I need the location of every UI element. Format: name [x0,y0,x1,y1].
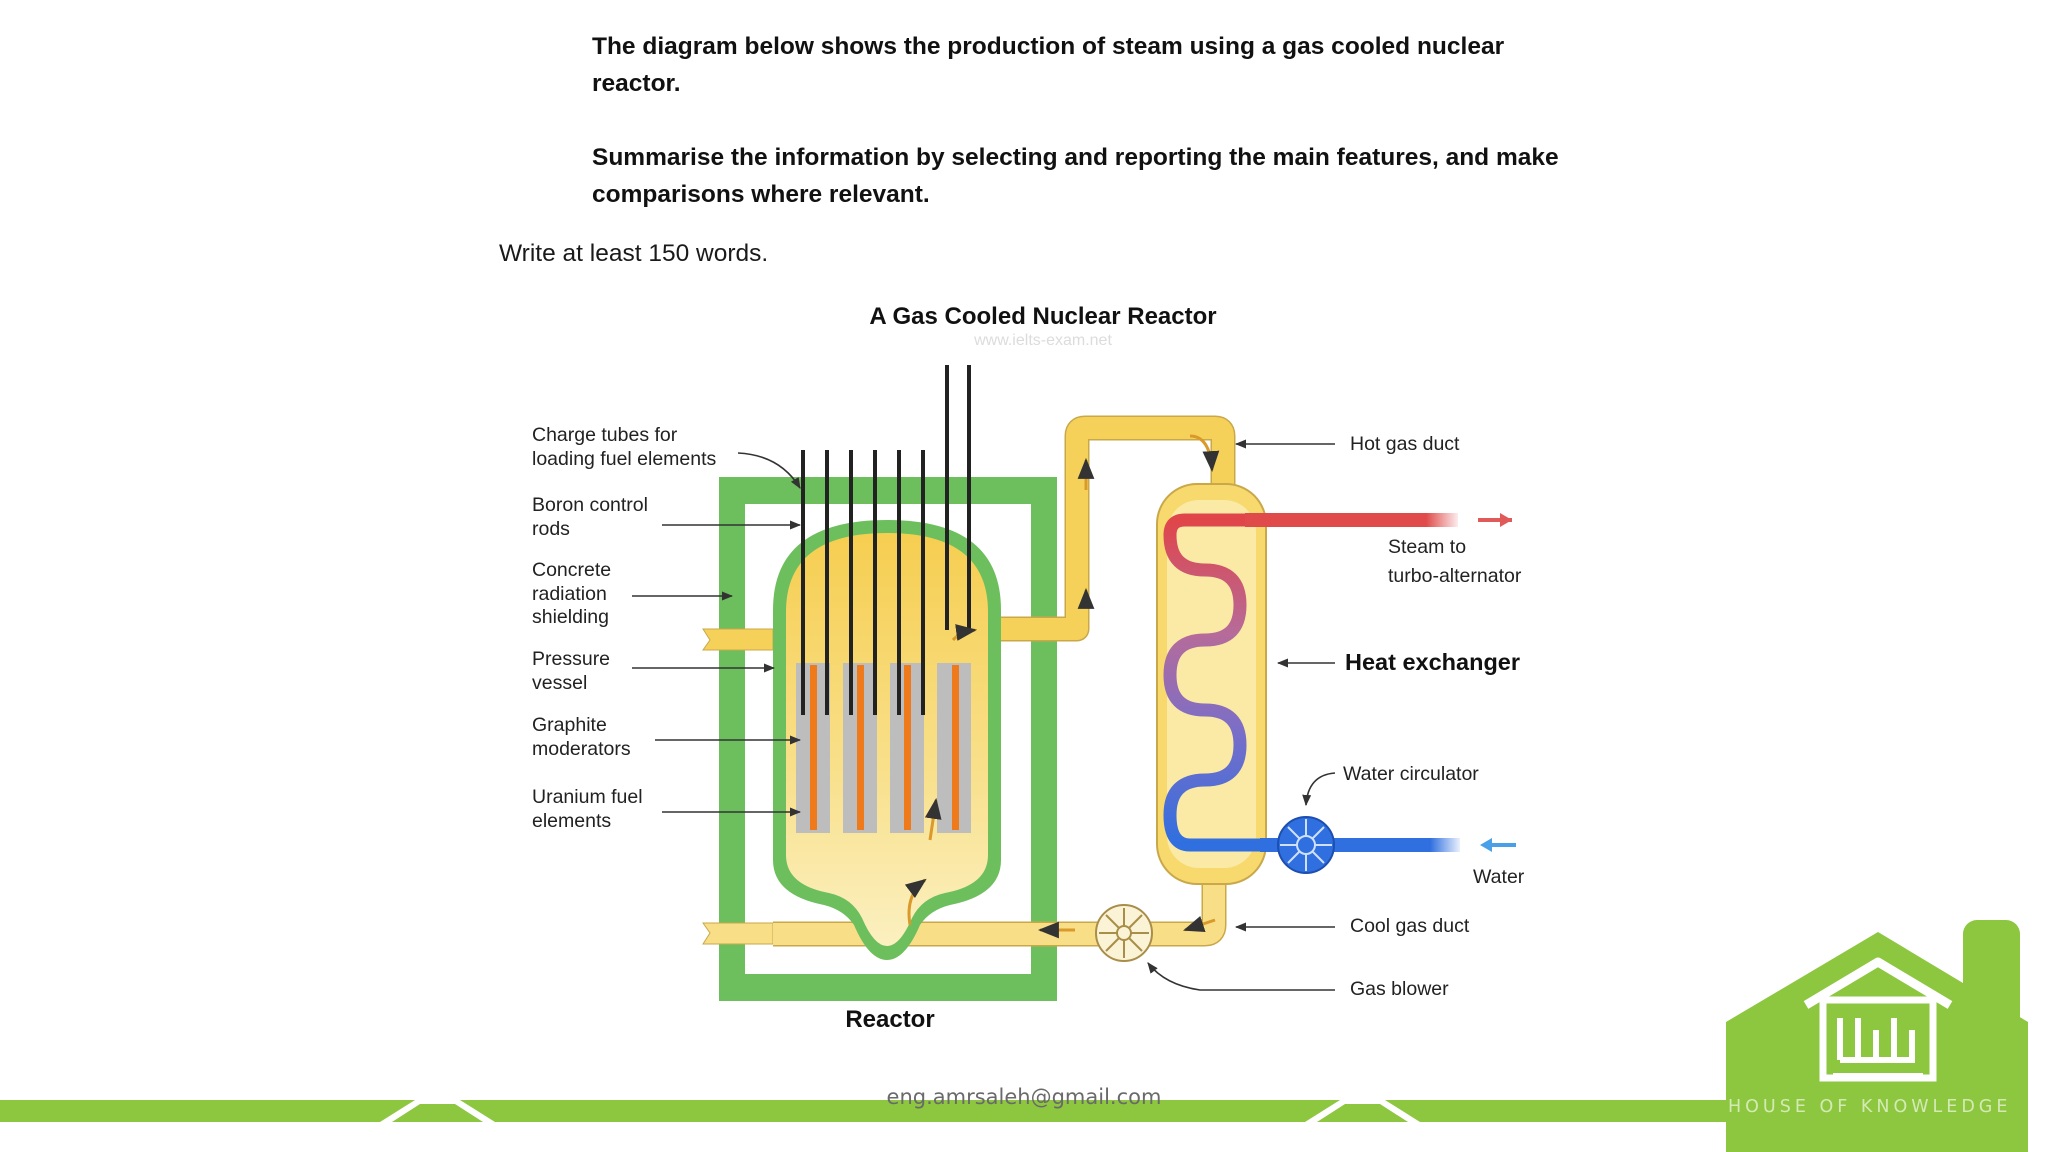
label-charge-tubes-2: loading fuel elements [532,448,717,470]
label-water-circulator: Water circulator [1343,763,1479,785]
word-count-instruction: Write at least 150 words. [499,240,769,267]
label-concrete: Concrete [532,559,611,581]
gas-ducts [702,415,1236,947]
gas-flow-arrows [904,434,1220,939]
label-uranium-2: elements [532,810,611,832]
task-line-3: Summarise the information by selecting a… [592,144,1559,171]
uranium-fuel-elements [810,665,959,830]
pressure-vessel [773,520,1001,960]
label-boron: Boron control [532,494,648,516]
label-water: Water [1473,866,1525,888]
label-hot-gas-duct: Hot gas duct [1350,433,1460,455]
label-concrete-3: shielding [532,606,609,628]
footer-stripe [0,1100,1730,1122]
label-boron-2: rods [532,518,570,540]
task-line-2: reactor. [592,70,681,97]
label-concrete-2: radiation [532,583,607,605]
label-graphite-2: moderators [532,738,631,760]
label-steam-2: turbo-alternator [1388,565,1522,587]
label-cool-gas-duct: Cool gas duct [1350,915,1470,937]
task-line-4: comparisons where relevant. [592,181,930,208]
leader-lines [632,439,1336,991]
task-paragraph-2: Summarise the information by selecting a… [592,139,1592,213]
label-steam: Steam to [1388,536,1466,558]
control-rods [801,365,971,715]
diagram-title: A Gas Cooled Nuclear Reactor [869,303,1216,330]
label-graphite: Graphite [532,714,607,736]
label-gas-blower: Gas blower [1350,978,1449,1000]
watermark-text: www.ielts-exam.net [973,332,1112,349]
task-paragraph-1: The diagram below shows the production o… [592,28,1592,102]
label-pressure-2: vessel [532,672,587,694]
label-uranium: Uranium fuel [532,786,643,808]
brand-text: HOUSE OF KNOWLEDGE [1728,1097,2012,1117]
gas-blower-icon [1095,904,1153,962]
task-line-1: The diagram below shows the production o… [592,33,1505,60]
label-pressure: Pressure [532,648,610,670]
footer-email: eng.amrsaleh@gmail.com [886,1085,1162,1109]
house-logo [1726,920,2028,1152]
label-charge-tubes: Charge tubes for [532,424,678,446]
label-heat-exchanger: Heat exchanger [1345,649,1520,675]
water-circulator-icon [1277,816,1335,874]
steam-pipe [1245,513,1458,527]
heat-exchanger [1156,483,1267,885]
label-reactor: Reactor [845,1006,934,1033]
